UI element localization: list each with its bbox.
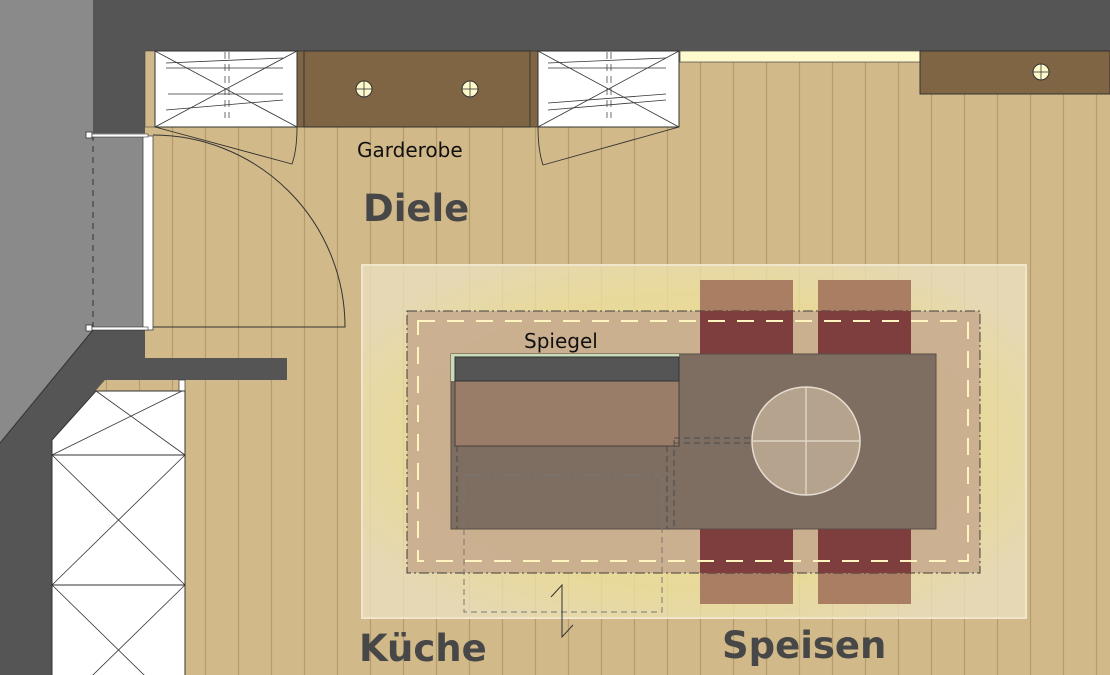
section-break-icon	[550, 583, 574, 639]
chair-seats	[700, 311, 911, 573]
door-swing-icon	[152, 134, 346, 328]
knob-icon	[355, 80, 373, 98]
wardrobe-row	[144, 50, 1110, 128]
label-garderobe: Garderobe	[357, 138, 463, 162]
pendant-lamp	[751, 386, 861, 496]
mirror-bar	[454, 356, 680, 382]
label-kueche: Küche	[359, 627, 487, 670]
rug-border	[417, 320, 969, 562]
label-diele: Diele	[363, 187, 470, 230]
cabinet-right	[919, 50, 1110, 95]
wardrobe-cabinet	[303, 50, 531, 128]
window-sill	[679, 50, 921, 63]
kitchen-counter	[454, 380, 680, 447]
appliance-cross-icon	[154, 50, 298, 165]
label-spiegel: Spiegel	[524, 329, 598, 353]
entrance-door	[85, 131, 346, 332]
knob-icon	[461, 80, 479, 98]
knob-icon	[1032, 63, 1050, 81]
appliance-cross-icon	[537, 50, 680, 166]
label-speisen: Speisen	[722, 624, 887, 667]
appliance-cross-icon	[51, 379, 186, 675]
